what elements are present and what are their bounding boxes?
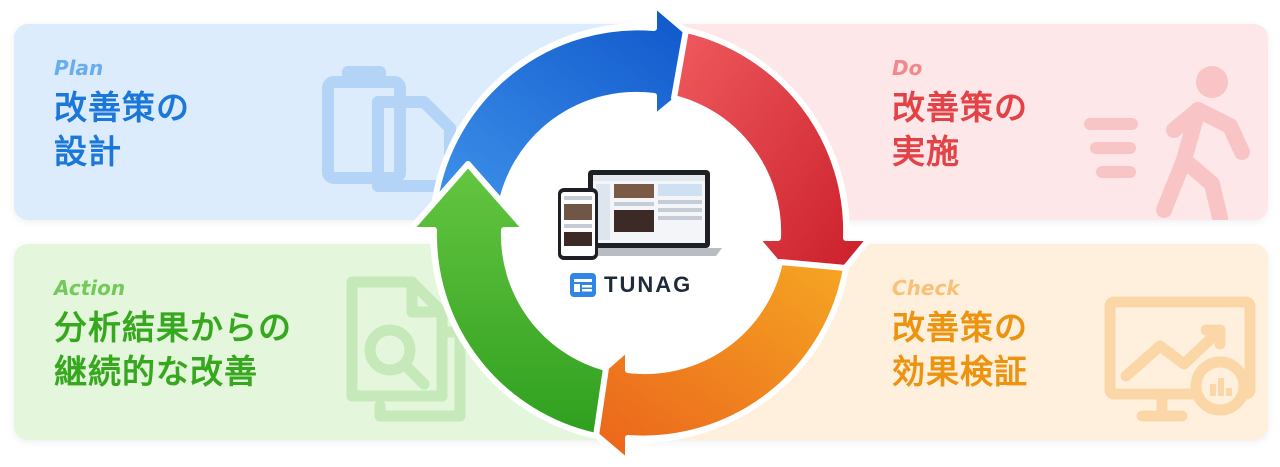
- plan-title-line1: 改善策の: [54, 88, 190, 127]
- tunag-logo-icon: [570, 273, 596, 297]
- document-search-icon: [346, 276, 466, 422]
- do-title-line2: 実施: [892, 132, 960, 171]
- orange-arrow: [559, 259, 849, 465]
- walking-person-icon: [1084, 66, 1250, 220]
- do-label: Do: [892, 56, 923, 80]
- check-title-line2: 効果検証: [892, 352, 1028, 391]
- tunag-logo: TUNAG: [570, 270, 710, 300]
- red-arrow: [671, 27, 873, 309]
- devices-screenshot: [558, 170, 722, 260]
- analytics-monitor-icon: [1104, 296, 1256, 422]
- do-title-line1: 改善策の: [892, 88, 1028, 127]
- brand-name: TUNAG: [604, 272, 693, 297]
- plan-label: Plan: [54, 56, 104, 80]
- action-title-line2: 継続的な改善: [54, 352, 258, 391]
- check-title-line1: 改善策の: [892, 308, 1028, 347]
- blue-arrow: [432, 1, 725, 213]
- action-title-line1: 分析結果からの: [54, 308, 292, 347]
- plan-title-line2: 設計: [54, 132, 122, 171]
- green-arrow: [407, 161, 609, 439]
- check-label: Check: [892, 276, 960, 300]
- pdca-cycle-diagram: [407, 1, 873, 465]
- action-label: Action: [54, 276, 126, 300]
